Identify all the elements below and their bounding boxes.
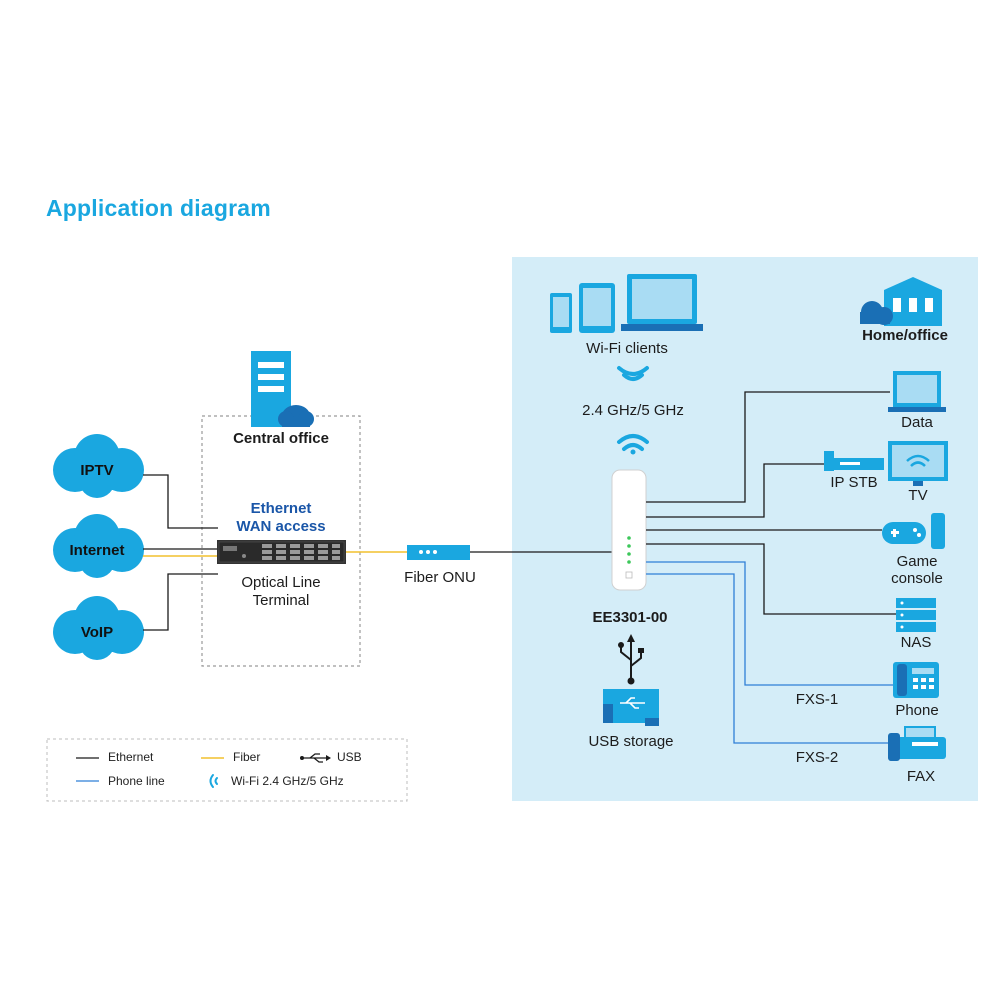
fax-label: FAX <box>906 768 936 785</box>
voip-label: VoIP <box>80 624 114 641</box>
central-office-label: Central office <box>233 430 329 447</box>
internet-label: Internet <box>69 542 125 559</box>
olt-label-line1: Optical Line <box>241 574 321 591</box>
ip-stb-icon <box>824 451 884 471</box>
legend-usb-label: USB <box>337 750 362 764</box>
voip-cloud-icon <box>53 596 144 660</box>
game-console-label: Game console <box>891 553 943 587</box>
legend-box <box>46 738 408 802</box>
wifi-bands-label: 2.4 GHz/5 GHz <box>582 402 684 419</box>
legend-ethernet-label: Ethernet <box>108 750 154 764</box>
phone-line-branches <box>646 561 893 744</box>
nas-icon <box>896 598 936 632</box>
legend-fiber-label: Fiber <box>233 750 261 764</box>
ethernet-wan-line2: WAN access <box>236 518 326 535</box>
legend-wifi-label: Wi-Fi 2.4 GHz/5 GHz <box>231 774 344 788</box>
olt-label-line2: Terminal <box>252 592 310 609</box>
device-name-label: EE3301-00 <box>592 609 668 626</box>
nas-label: NAS <box>900 634 932 651</box>
olt-icon <box>217 540 346 564</box>
legend-wifi-icon <box>209 774 218 788</box>
game-console-line2: console <box>891 570 943 587</box>
tv-icon <box>888 441 948 486</box>
iptv-cloud-icon <box>53 434 144 498</box>
voip-ethernet-line <box>143 573 218 631</box>
fxs2-label: FXS-2 <box>795 749 839 766</box>
fxs1-label: FXS-1 <box>795 691 839 708</box>
iptv-ethernet-line <box>143 474 218 529</box>
wifi-waves-icon <box>617 366 649 381</box>
router-wifi-icon <box>617 434 649 451</box>
fiber-onu-label: Fiber ONU <box>404 569 476 586</box>
olt-label: Optical Line Terminal <box>241 574 320 610</box>
tv-label: TV <box>908 487 928 504</box>
data-laptop-icon <box>888 371 946 412</box>
iptv-label: IPTV <box>80 462 114 479</box>
ip-stb-label: IP STB <box>830 474 878 491</box>
router-icon <box>611 469 647 591</box>
phone-label: Phone <box>895 702 939 719</box>
data-label: Data <box>901 414 933 431</box>
home-office-label: Home/office <box>862 327 948 344</box>
page-title: Application diagram <box>46 195 271 221</box>
game-console-line1: Game <box>896 553 938 570</box>
usb-storage-label: USB storage <box>588 733 674 750</box>
usb-storage-icon <box>603 689 659 726</box>
ethernet-wan-line1: Ethernet <box>250 500 312 517</box>
phone-client-icon <box>550 293 572 333</box>
wifi-clients-label: Wi-Fi clients <box>586 340 668 357</box>
internet-cloud-icon <box>53 514 144 578</box>
server-icon <box>251 351 314 427</box>
fiber-onu-icon <box>407 545 470 560</box>
fax-icon <box>888 726 946 761</box>
ethernet-wan-label: Ethernet WAN access <box>236 500 325 536</box>
ethernet-branches <box>646 391 896 615</box>
legend-phone-label: Phone line <box>108 774 165 788</box>
game-console-icon <box>882 513 945 549</box>
laptop-client-icon <box>621 274 703 331</box>
phone-icon <box>893 662 939 698</box>
tablet-client-icon <box>579 283 615 333</box>
legend-usb-icon <box>301 753 328 763</box>
home-office-icon <box>860 277 942 326</box>
